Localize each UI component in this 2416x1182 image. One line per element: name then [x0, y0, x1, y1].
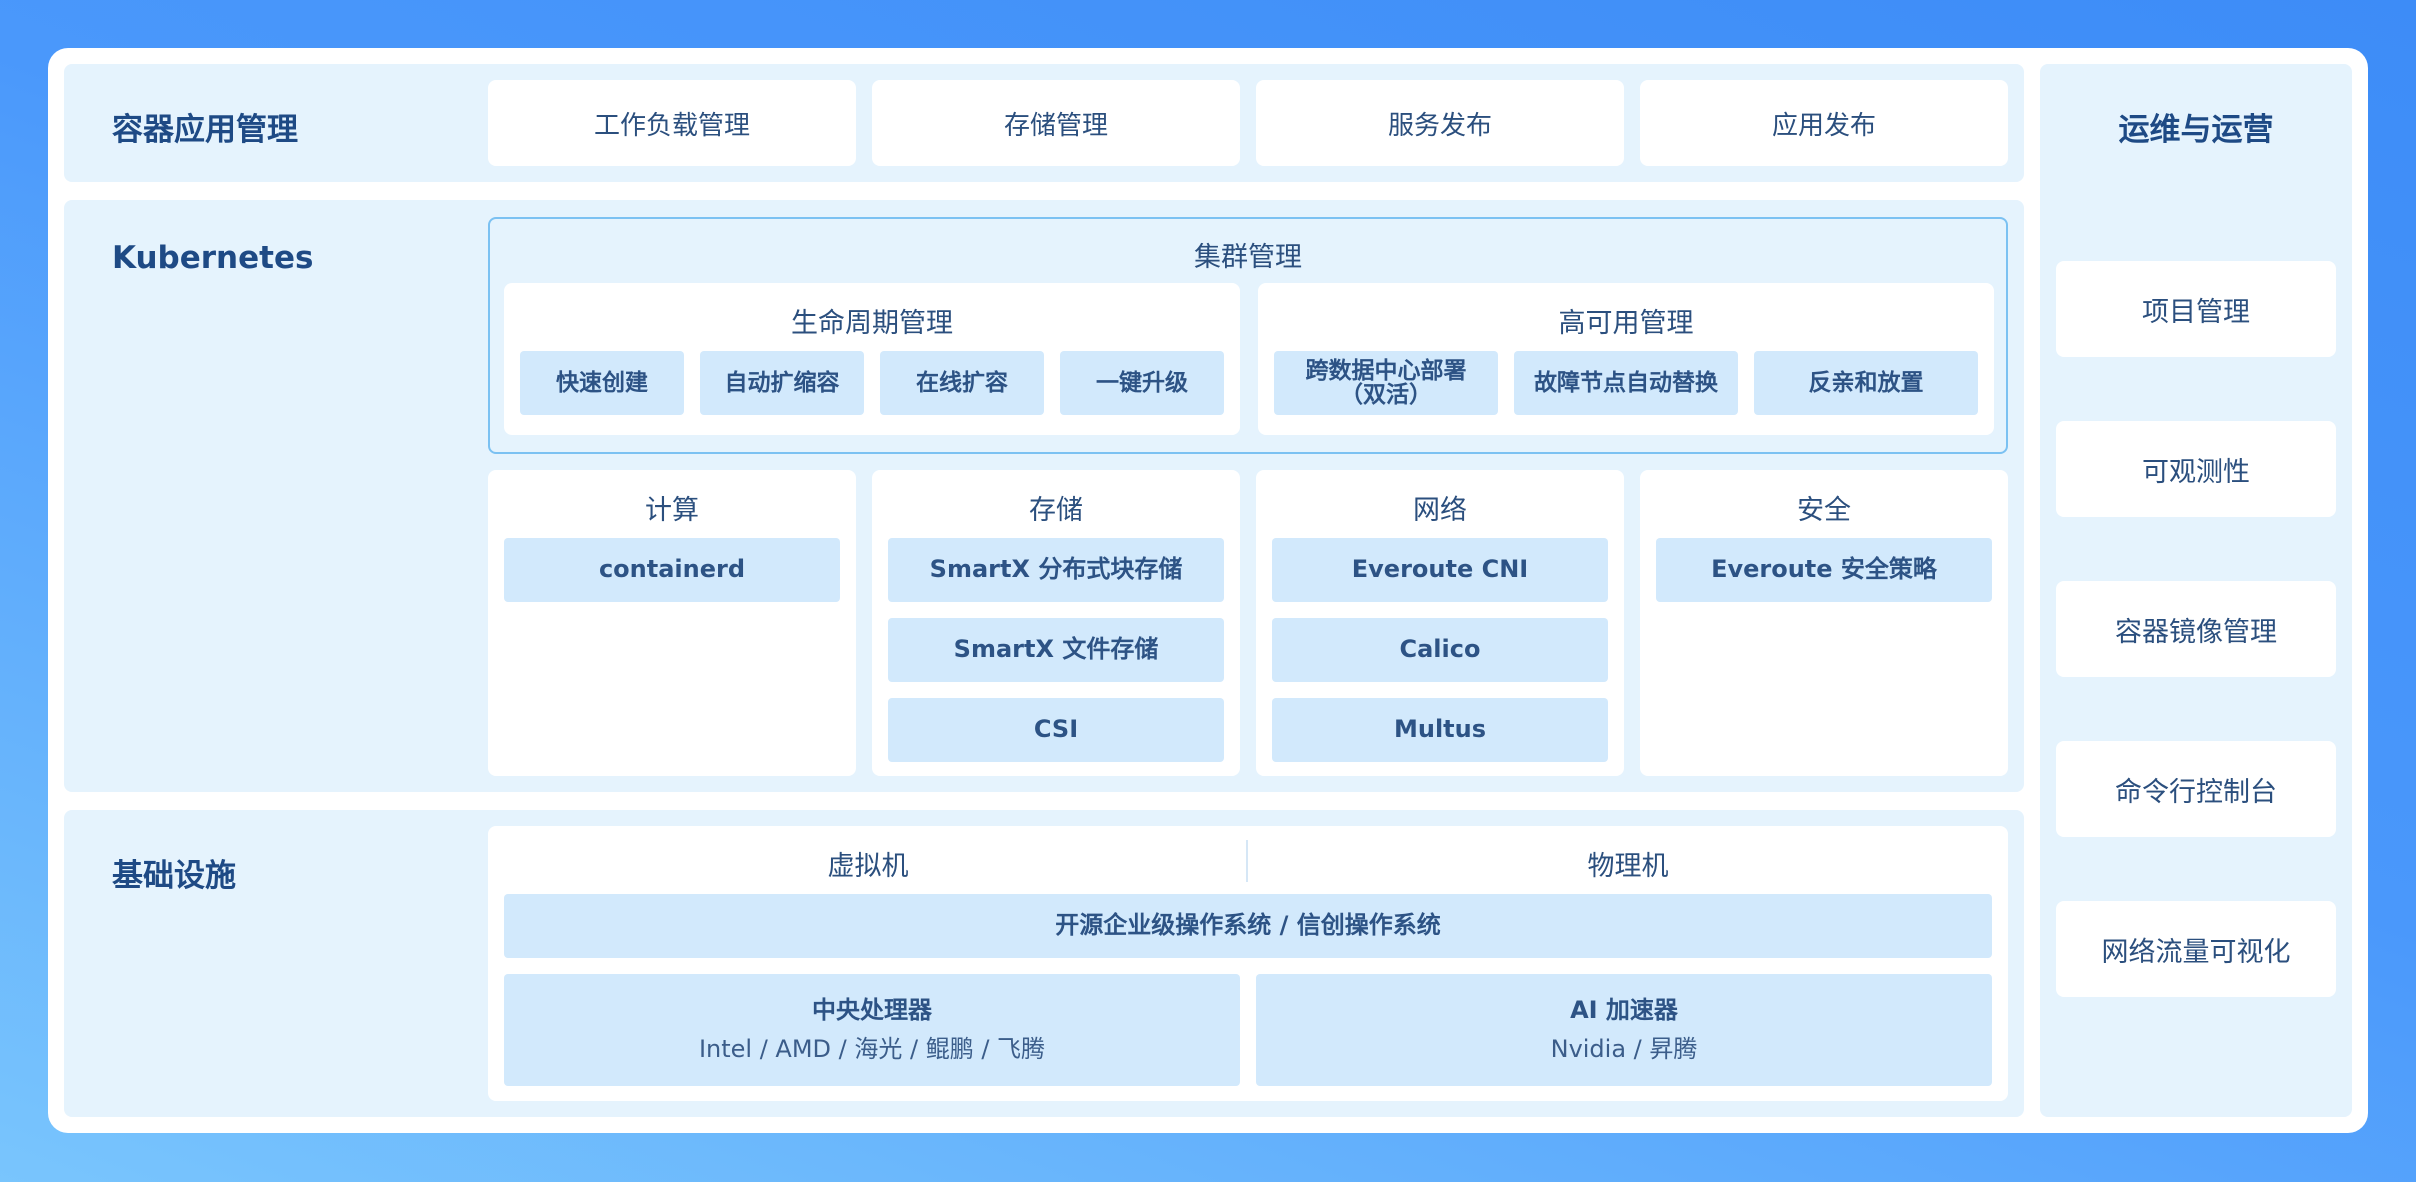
architecture-card: 容器应用管理 工作负载管理 存储管理 服务发布 应用发布 Kubernetes … — [48, 48, 2368, 1133]
lifecycle-box: 生命周期管理 快速创建 自动扩缩容 在线扩容 一键升级 — [504, 283, 1240, 435]
cpu-detail: Intel / AMD / 海光 / 鲲鹏 / 飞腾 — [698, 1035, 1046, 1063]
security-box: 安全 Everoute 安全策略 — [1640, 470, 2008, 776]
network-item-multus: Multus — [1272, 698, 1608, 762]
app-item-storage: 存储管理 — [872, 80, 1240, 166]
storage-item-csi: CSI — [888, 698, 1224, 762]
physical-label: 物理机 — [1587, 851, 1669, 882]
ha-item-auto-replace: 故障节点自动替换 — [1514, 351, 1738, 415]
ha-item-anti-affinity: 反亲和放置 — [1754, 351, 1978, 415]
ai-accelerator-detail: Nvidia / 昇腾 — [1550, 1035, 1698, 1063]
storage-title: 存储 — [1029, 495, 1083, 526]
ha-title: 高可用管理 — [1558, 308, 1694, 339]
security-item-everoute-policy: Everoute 安全策略 — [1656, 538, 1992, 602]
ops-item-project: 项目管理 — [2056, 261, 2336, 357]
network-title: 网络 — [1413, 495, 1467, 526]
lifecycle-title: 生命周期管理 — [791, 308, 953, 339]
os-bar: 开源企业级操作系统 / 信创操作系统 — [504, 894, 1992, 958]
network-item-everoute-cni: Everoute CNI — [1272, 538, 1608, 602]
ops-item-image-registry: 容器镜像管理 — [2056, 581, 2336, 677]
compute-item-containerd: containerd — [504, 538, 840, 602]
infrastructure-title: 基础设施 — [112, 858, 236, 894]
vm-physical-divider — [1246, 840, 1248, 882]
ops-title: 运维与运营 — [2118, 112, 2274, 148]
ops-item-observability: 可观测性 — [2056, 421, 2336, 517]
storage-box: 存储 SmartX 分布式块存储 SmartX 文件存储 CSI — [872, 470, 1240, 776]
compute-box: 计算 containerd — [488, 470, 856, 776]
cluster-management-title: 集群管理 — [1194, 242, 1302, 273]
lifecycle-item-online-expand: 在线扩容 — [880, 351, 1044, 415]
vm-label: 虚拟机 — [827, 851, 909, 882]
kubernetes-title: Kubernetes — [112, 240, 314, 276]
cpu-title: 中央处理器 — [812, 995, 932, 1024]
infrastructure-panel: 基础设施 虚拟机 物理机 开源企业级操作系统 / 信创操作系统 中央处理器 In… — [64, 810, 2024, 1117]
app-item-app-publish: 应用发布 — [1640, 80, 2008, 166]
network-box: 网络 Everoute CNI Calico Multus — [1256, 470, 1624, 776]
ha-box: 高可用管理 跨数据中心部署 （双活） 故障节点自动替换 反亲和放置 — [1258, 283, 1994, 435]
network-item-calico: Calico — [1272, 618, 1608, 682]
cluster-management-box: 集群管理 生命周期管理 快速创建 自动扩缩容 在线扩容 一键升级 高可用管理 跨… — [488, 217, 2008, 454]
app-item-service-publish: 服务发布 — [1256, 80, 1624, 166]
ops-item-cli-console: 命令行控制台 — [2056, 741, 2336, 837]
lifecycle-item-quick-create: 快速创建 — [520, 351, 684, 415]
cpu-box: 中央处理器 Intel / AMD / 海光 / 鲲鹏 / 飞腾 — [504, 974, 1240, 1086]
kubernetes-panel: Kubernetes 集群管理 生命周期管理 快速创建 自动扩缩容 在线扩容 一… — [64, 200, 2024, 792]
ops-panel: 运维与运营 项目管理 可观测性 容器镜像管理 命令行控制台 网络流量可视化 — [2040, 64, 2352, 1117]
infrastructure-box: 虚拟机 物理机 开源企业级操作系统 / 信创操作系统 中央处理器 Intel /… — [488, 826, 2008, 1101]
ai-accelerator-title: AI 加速器 — [1570, 995, 1678, 1024]
app-management-title: 容器应用管理 — [112, 112, 298, 148]
lifecycle-item-one-click-upgrade: 一键升级 — [1060, 351, 1224, 415]
storage-item-file: SmartX 文件存储 — [888, 618, 1224, 682]
app-item-workload: 工作负载管理 — [488, 80, 856, 166]
security-title: 安全 — [1797, 495, 1851, 526]
ai-accelerator-box: AI 加速器 Nvidia / 昇腾 — [1256, 974, 1992, 1086]
ha-item-multi-dc: 跨数据中心部署 （双活） — [1274, 351, 1498, 415]
ops-item-traffic-visualization: 网络流量可视化 — [2056, 901, 2336, 997]
lifecycle-item-autoscale: 自动扩缩容 — [700, 351, 864, 415]
compute-title: 计算 — [645, 495, 699, 526]
app-management-panel: 容器应用管理 工作负载管理 存储管理 服务发布 应用发布 — [64, 64, 2024, 182]
storage-item-block: SmartX 分布式块存储 — [888, 538, 1224, 602]
